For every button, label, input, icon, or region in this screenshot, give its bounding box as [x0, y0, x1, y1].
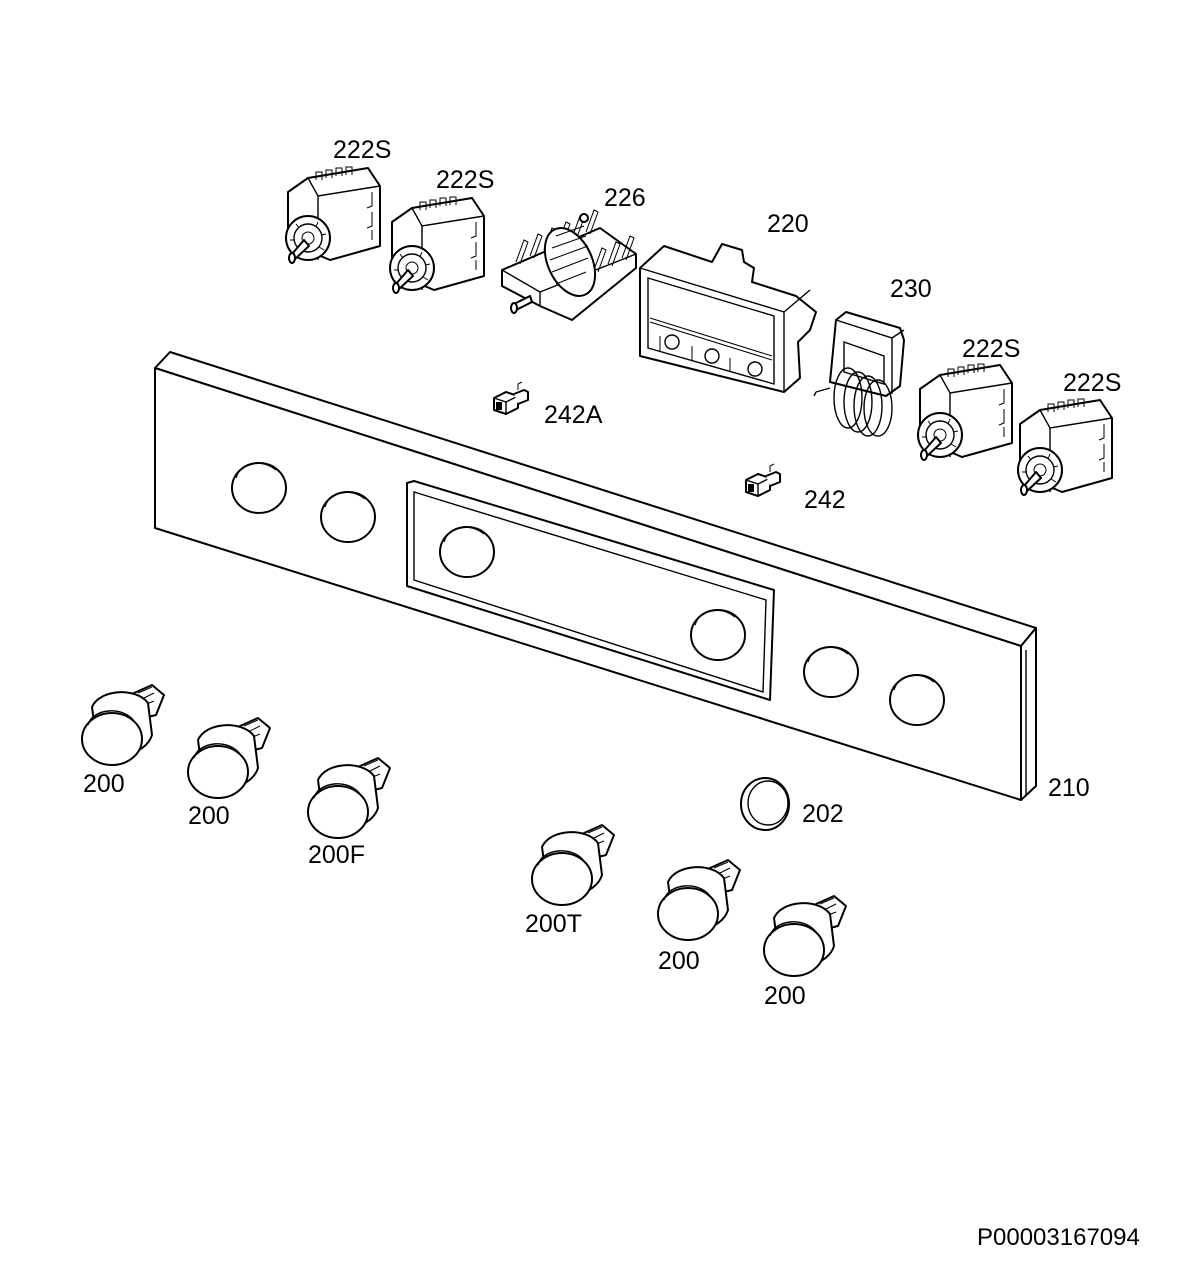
label-222s-b: 222S — [436, 166, 495, 194]
connector-242a — [493, 381, 529, 415]
connector-242 — [745, 463, 781, 497]
label-220: 220 — [767, 210, 809, 238]
rotary-switch-222s-a — [285, 166, 381, 264]
panel-hole — [889, 674, 945, 726]
panel-hole — [231, 462, 287, 514]
panel-hole — [690, 609, 746, 661]
label-230: 230 — [890, 275, 932, 303]
control-panel-210 — [154, 351, 1037, 801]
panel-hole — [320, 491, 376, 543]
label-222s-a: 222S — [333, 136, 392, 164]
label-200-d: 200 — [764, 982, 806, 1010]
label-242: 242 — [804, 486, 846, 514]
knob-200-a — [81, 684, 165, 766]
rotary-switch-222s-d — [1017, 398, 1113, 496]
label-210: 210 — [1048, 774, 1090, 802]
housing-220 — [639, 243, 817, 393]
knob-200f — [307, 757, 391, 839]
label-202: 202 — [802, 800, 844, 828]
knob-200-c — [657, 859, 741, 941]
document-number: P00003167094 — [977, 1224, 1140, 1251]
knob-200-d — [763, 895, 847, 977]
label-242a: 242A — [544, 401, 603, 429]
ring-202 — [740, 777, 790, 831]
thermostat-230 — [813, 311, 905, 437]
rotary-switch-222s-b — [389, 196, 485, 294]
label-222s-c: 222S — [962, 335, 1021, 363]
label-226: 226 — [604, 184, 646, 212]
panel-hole — [439, 526, 495, 578]
label-200t: 200T — [525, 910, 582, 938]
label-200-b: 200 — [188, 802, 230, 830]
panel-hole — [803, 646, 859, 698]
rotary-switch-222s-c — [917, 363, 1013, 461]
knob-200t — [531, 824, 615, 906]
label-200f: 200F — [308, 841, 365, 869]
label-200-c: 200 — [658, 947, 700, 975]
knob-200-b — [187, 717, 271, 799]
selector-switch-226 — [501, 209, 637, 321]
label-222s-d: 222S — [1063, 369, 1122, 397]
label-200-a: 200 — [83, 770, 125, 798]
